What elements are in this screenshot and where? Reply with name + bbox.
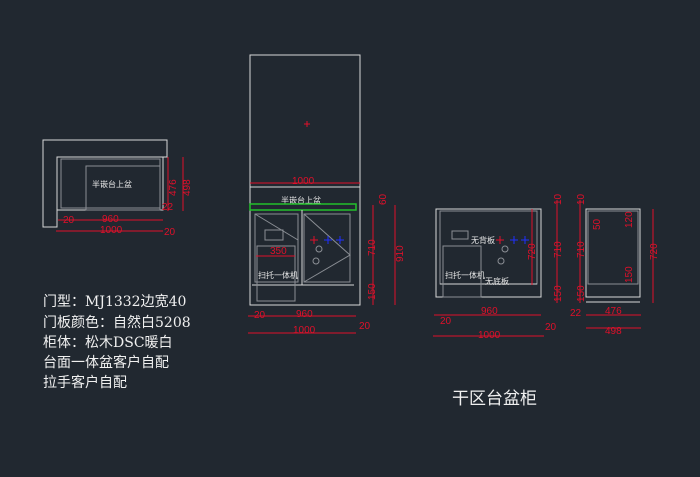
dim-20: 20 [359,321,371,332]
dim-1000: 1000 [478,330,501,341]
dim-1000: 1000 [292,176,315,187]
vacuum-label: 扫托一体机 [258,270,298,280]
dim-150: 150 [624,266,635,283]
dim-20: 20 [63,215,75,226]
cabinet-front [249,186,361,306]
dim-910: 910 [395,245,406,262]
drawing-title: 干区台盆柜 [452,389,537,409]
dim-10: 10 [553,193,564,205]
dim-960: 960 [296,309,313,320]
spec-notes: 门型：MJ1332边宽40 门板颜色：自然白5208 柜体：松木DSC暖白 台面… [43,293,191,391]
no-back-panel-label: 无背板 [471,235,495,245]
dim-960: 960 [481,306,498,317]
side-view: 10 50 120 150 710 150 720 22 476 498 [570,193,660,337]
dim-498: 498 [605,326,622,337]
note-handle: 拉手客户自配 [43,374,127,391]
mirror-cabinet [249,54,361,188]
note-door-type: 门型：MJ1332边宽40 [43,293,186,310]
dim-498: 498 [182,179,193,196]
dim-720: 720 [527,243,538,260]
dim-476: 476 [168,179,179,196]
dim-350: 350 [270,246,287,257]
dim-960: 960 [102,214,119,225]
note-countertop: 台面一体盆客户自配 [43,354,169,371]
red-cross-icon [496,236,504,244]
dim-1000: 1000 [100,225,123,236]
dim-10: 10 [576,193,587,205]
dim-50: 50 [592,218,603,230]
cabinet-side [585,208,641,298]
dim-20: 20 [164,227,176,238]
socket-icon [451,230,469,240]
dim-20: 20 [545,322,557,333]
note-carcass: 柜体：松木DSC暖白 [43,335,173,351]
dim-710: 710 [367,239,378,256]
dim-20: 20 [440,316,452,327]
dim-60: 60 [378,193,389,205]
dim-720: 720 [649,243,660,260]
left-door [254,213,299,283]
right-door [303,213,351,283]
dim-710: 710 [553,241,564,258]
dim-20: 20 [254,310,266,321]
sink-label: 半嵌台上盆 [281,195,321,205]
dim-120: 120 [624,211,635,228]
countertop-outline [42,139,168,228]
red-cross-icon [310,236,318,244]
front-view: 无背板 扫托一体机 无底板 720 10 710 150 20 960 20 1… [433,193,564,341]
sink-plan [85,165,161,211]
dim-710: 710 [576,241,587,258]
dim-150: 150 [576,285,587,302]
dim-150: 150 [367,283,378,300]
vacuum-unit [442,245,482,298]
blue-cross-icon [510,236,529,244]
dim-22: 22 [162,202,174,213]
vacuum-label: 扫托一体机 [445,270,485,280]
vacuum-unit [256,245,296,302]
sink-label: 半嵌台上盆 [92,179,132,189]
plan-view: 半嵌台上盆 476 498 22 20 960 1000 20 [42,139,193,238]
note-door-color: 门板颜色：自然白5208 [43,314,191,331]
blue-cross-icon [324,236,344,244]
dim-1000: 1000 [293,325,316,336]
dim-22: 22 [570,308,582,319]
cabinet-front-no-door [435,208,542,298]
dim-150: 150 [553,285,564,302]
socket-icon [264,229,284,241]
countertop [249,203,357,211]
no-bottom-panel-label: 无底板 [485,276,509,286]
dim-476: 476 [605,306,622,317]
elevation-view: 1000 半嵌台上盆 扫托一体机 350 60 710 910 150 20 9… [248,54,406,336]
